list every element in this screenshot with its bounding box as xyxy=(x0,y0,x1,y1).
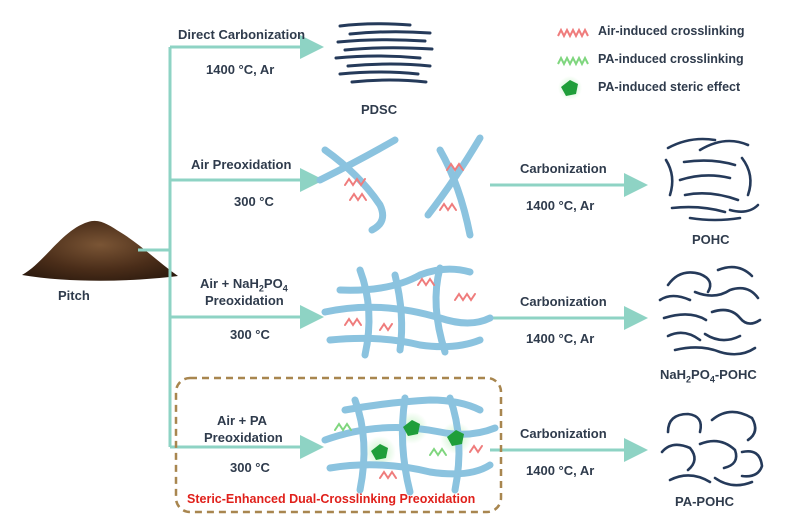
route1-step1: Direct Carbonization xyxy=(178,27,306,42)
route2-step2: Carbonization xyxy=(520,161,607,176)
pitch-label: Pitch xyxy=(58,288,90,303)
pa-preox-fibers xyxy=(321,394,499,496)
highlight-box xyxy=(174,376,503,514)
legend-steric-label: PA-induced steric effect xyxy=(598,80,741,94)
pdsc-structure xyxy=(334,22,434,84)
route4-cond1: 300 °C xyxy=(230,460,270,475)
route3-cond2: 1400 °C, Ar xyxy=(526,331,595,346)
route3-product: NaH2PO4-POHC xyxy=(660,367,757,385)
route3-step2: Carbonization xyxy=(520,294,607,309)
pitch-pile-icon xyxy=(22,220,178,281)
nah2po4-pohc-structure xyxy=(658,265,762,356)
route1-cond1: 1400 °C, Ar xyxy=(206,62,275,77)
route3-cond1: 300 °C xyxy=(230,327,270,342)
air-preox-fibers xyxy=(316,134,484,239)
branch-connectors xyxy=(138,47,172,447)
route4-step2: Carbonization xyxy=(520,426,607,441)
legend-pa-label: PA-induced crosslinking xyxy=(598,52,744,66)
highlight-caption: Steric-Enhanced Dual-Crosslinking Preoxi… xyxy=(187,492,476,506)
route2-cond1: 300 °C xyxy=(234,194,274,209)
legend-air-icon xyxy=(557,27,589,39)
nah2po4-preox-fibers xyxy=(321,264,494,359)
pa-pohc-structure xyxy=(660,410,764,487)
legend-pa-icon xyxy=(557,55,589,67)
route2-step1: Air Preoxidation xyxy=(191,157,292,172)
legend-steric-icon xyxy=(561,80,578,96)
route2-cond2: 1400 °C, Ar xyxy=(526,198,595,213)
route4-step1-line1: Air + PA xyxy=(217,413,267,428)
pohc-structure xyxy=(664,137,760,222)
route4-step1-line2: Preoxidation xyxy=(204,430,283,445)
route2-product: POHC xyxy=(692,232,730,247)
route4-cond2: 1400 °C, Ar xyxy=(526,463,595,478)
route3-step1-line2: Preoxidation xyxy=(205,293,284,308)
flow-arrows xyxy=(170,35,648,462)
route4-product: PA-POHC xyxy=(675,494,734,509)
route1-product: PDSC xyxy=(361,102,398,117)
legend-air-label: Air-induced crosslinking xyxy=(598,24,745,38)
route3-step1-line1: Air + NaH2PO4 xyxy=(200,276,288,294)
